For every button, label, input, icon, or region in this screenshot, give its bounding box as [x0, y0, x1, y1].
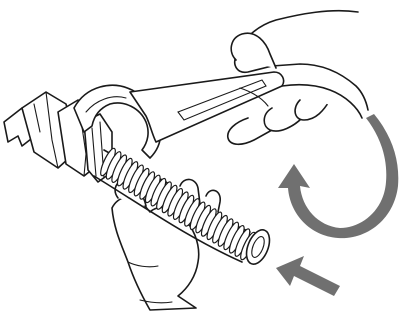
upper-hand-palm	[282, 85, 362, 118]
straight-push-arrow-icon	[276, 256, 340, 296]
rotation-arrow-shape	[278, 114, 398, 238]
curved-rotation-arrow-icon	[278, 114, 398, 238]
push-arrow-shape	[276, 256, 340, 296]
